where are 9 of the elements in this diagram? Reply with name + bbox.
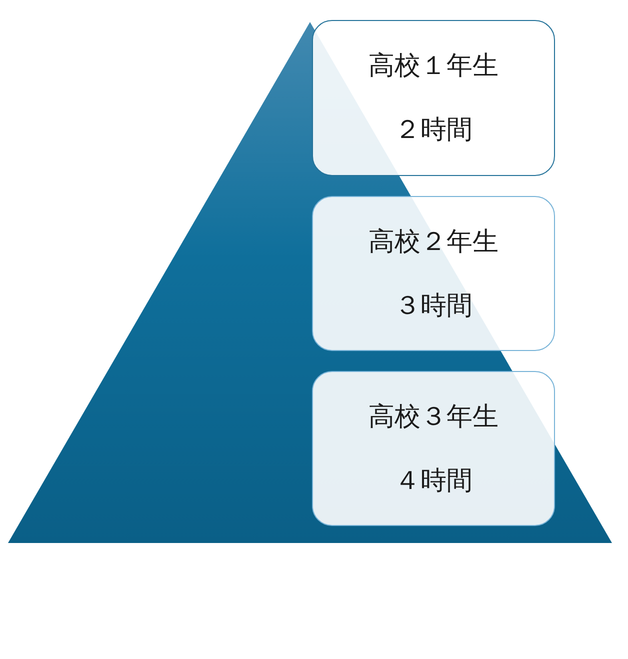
level-card (312, 20, 555, 176)
grade-label: 高校３年生 (368, 402, 498, 432)
hours-label: ２時間 (394, 115, 472, 145)
grade-label: 高校２年生 (368, 226, 498, 256)
hours-label: ４時間 (394, 466, 472, 496)
hours-label: ３時間 (394, 290, 472, 320)
level-card (312, 371, 555, 526)
level-card (312, 196, 555, 351)
grade-label: 高校１年生 (368, 51, 498, 81)
